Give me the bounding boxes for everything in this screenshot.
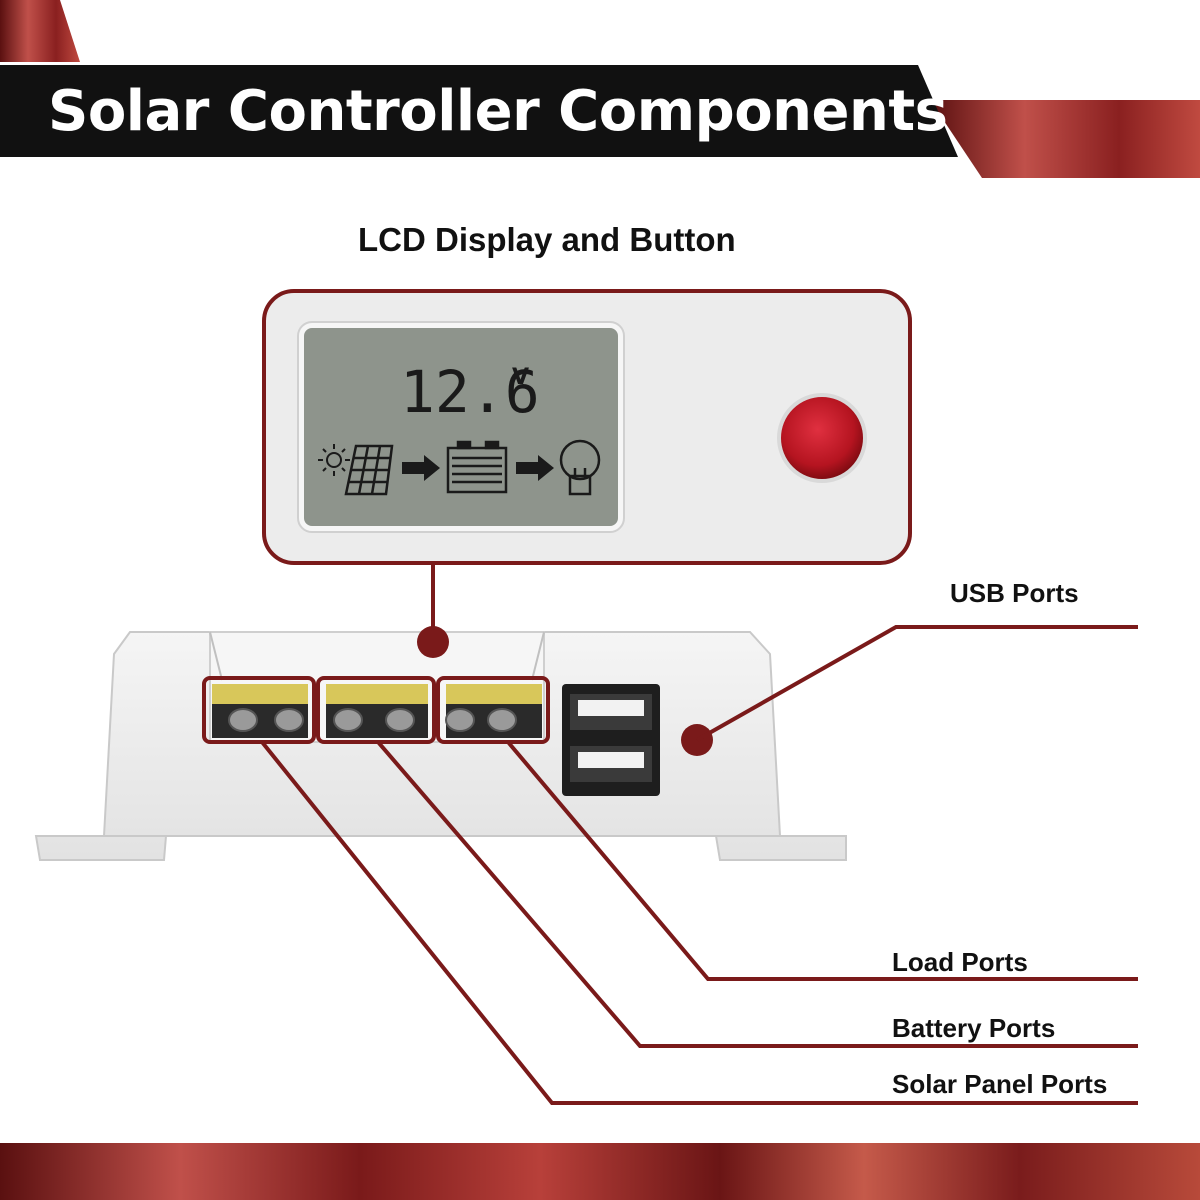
sun-icon bbox=[318, 444, 350, 476]
load-terminal bbox=[436, 676, 550, 744]
header-accent-wedge-left bbox=[0, 0, 80, 62]
mode-button[interactable] bbox=[777, 393, 867, 483]
header-bar-tail bbox=[900, 65, 958, 157]
footer-accent-stripe bbox=[0, 1143, 1200, 1200]
header-accent-stripe-right bbox=[930, 100, 1200, 178]
solar-callout-line bbox=[260, 740, 1138, 1105]
recess-edge-left bbox=[209, 631, 223, 681]
arrow-icon bbox=[516, 455, 554, 481]
usb-ports-label: USB Ports bbox=[950, 578, 1079, 608]
solar-panel-ports-label: Solar Panel Ports bbox=[892, 1069, 1108, 1099]
lcd-callout-dot bbox=[417, 626, 449, 658]
lcd-reading: 12.6 bbox=[400, 358, 540, 426]
battery-icon bbox=[446, 440, 508, 494]
load-ports-label: Load Ports bbox=[892, 947, 1028, 977]
header-bar bbox=[0, 65, 900, 157]
arrow-icon bbox=[402, 455, 440, 481]
page-title: Solar Controller Components bbox=[48, 79, 948, 144]
usb-callout-line bbox=[696, 625, 1138, 742]
recess-edge-right bbox=[531, 631, 545, 681]
solar-panel-terminal bbox=[202, 676, 316, 744]
load-callout-line bbox=[506, 740, 1138, 981]
battery-terminal bbox=[316, 676, 436, 744]
battery-callout-line bbox=[376, 740, 1138, 1048]
solar-panel-icon bbox=[344, 444, 394, 496]
battery-ports-label: Battery Ports bbox=[892, 1013, 1056, 1043]
lcd-unit: V bbox=[512, 365, 529, 390]
bulb-icon bbox=[559, 439, 601, 496]
usb-port-block bbox=[562, 684, 660, 796]
lcd-section-title: LCD Display and Button bbox=[358, 221, 736, 258]
